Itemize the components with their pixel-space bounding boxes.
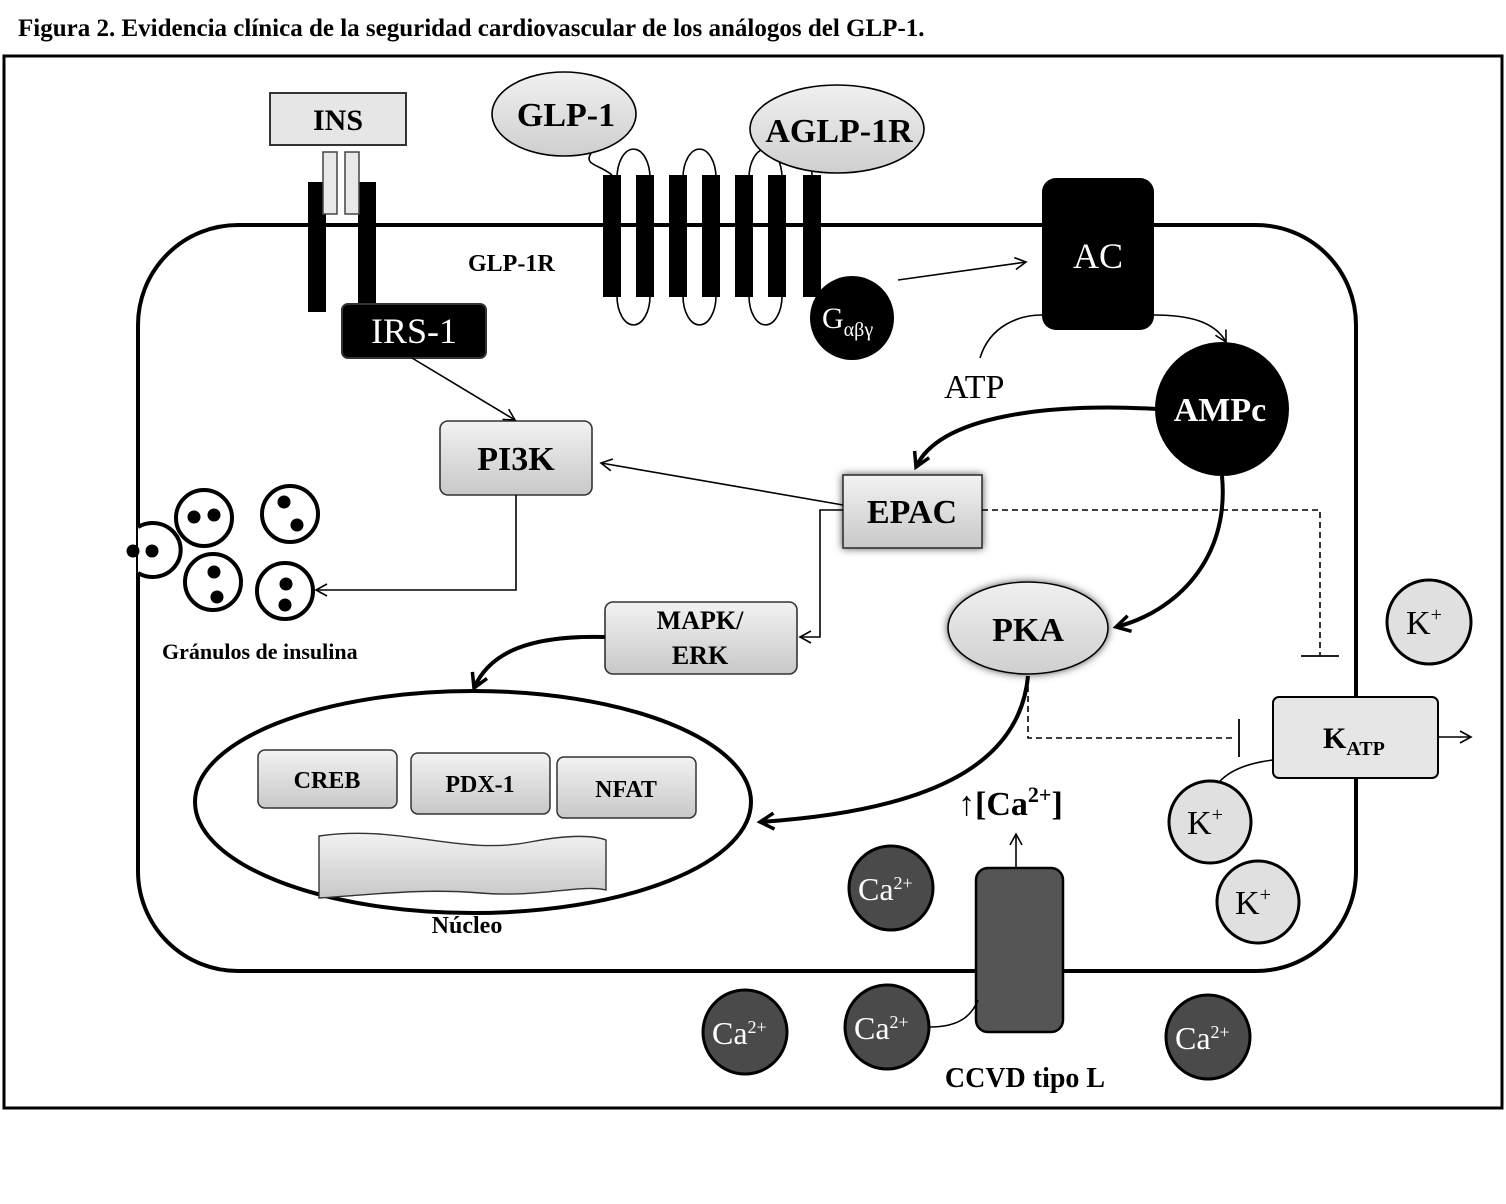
arrow-epac-to-mapk <box>798 509 843 644</box>
irs1-box: IRS-1 <box>341 303 487 359</box>
granule-2 <box>260 484 320 544</box>
pdx1-label: PDX-1 <box>445 772 514 798</box>
l-type-calcium-channel <box>974 866 1065 1034</box>
ca-ion-outside-1: Ca2+ <box>701 988 789 1076</box>
inhibit-epac-katp <box>982 509 1321 655</box>
ca-ion-outside-3: Ca2+ <box>1164 993 1252 1081</box>
granule-membrane-fusing <box>126 521 183 579</box>
ca-ion-inside: Ca2+ <box>847 844 935 932</box>
pka-label: PKA <box>992 612 1064 649</box>
glp1r-receptor <box>588 139 821 326</box>
arrow-g-to-ac <box>897 256 1028 281</box>
atp-curve <box>979 314 1043 359</box>
ca-ion-link <box>929 999 979 1028</box>
g-protein-label: Gαβγ <box>822 302 873 341</box>
glp1-ligand: GLP-1 <box>491 71 637 157</box>
figure-caption: Figura 2. Evidencia clínica de la seguri… <box>18 15 925 42</box>
arrow-ac-to-ampc <box>1153 314 1227 344</box>
granule-3 <box>183 552 243 612</box>
ca-ion-outside-2: Ca2+ <box>843 983 931 1071</box>
ca-rise-label: ↑[Ca2+] <box>958 782 1063 823</box>
ampc-label: AMPc <box>1174 392 1267 429</box>
aglp1r-ligand: AGLP-1R <box>749 84 925 174</box>
arrow-pi3k-to-granules <box>314 495 517 597</box>
figure-frame <box>2 54 1504 1110</box>
svg-text:Ca2+: Ca2+ <box>712 1015 767 1051</box>
katp-channel: KATP <box>1272 696 1439 779</box>
insulin-receptor <box>308 151 376 312</box>
pi3k-box: PI3K <box>439 420 593 496</box>
nucleus-label: Núcleo <box>432 913 503 939</box>
svg-text:K+: K+ <box>1406 604 1442 642</box>
granule-4 <box>255 561 315 621</box>
epac-box: EPAC <box>842 474 983 549</box>
arrow-ampc-to-pka <box>1112 475 1225 633</box>
nfat-label: NFAT <box>595 777 657 803</box>
g-protein: Gαβγ <box>810 276 894 360</box>
svg-text:K+: K+ <box>1235 884 1271 922</box>
aglp1r-label: AGLP-1R <box>765 113 913 150</box>
svg-text:Ca2+: Ca2+ <box>854 1010 909 1046</box>
pka-node: PKA <box>947 581 1109 675</box>
dna-ribbon <box>318 832 607 899</box>
arrow-epac-to-pi3k <box>599 458 844 506</box>
glp1r-label: GLP-1R <box>468 251 555 277</box>
svg-text:Ca2+: Ca2+ <box>1175 1020 1230 1056</box>
k-ion-inside-2: K+ <box>1215 859 1301 945</box>
ins-box: INS <box>269 92 407 146</box>
adenylate-cyclase: AC <box>1042 178 1154 330</box>
creb-label: CREB <box>294 768 361 794</box>
ac-label: AC <box>1073 236 1123 276</box>
glp1-label: GLP-1 <box>517 97 615 134</box>
katp-label: KATP <box>1323 722 1385 760</box>
mapk-erk-box: MAPK/ ERK <box>604 601 798 675</box>
mapk-label-line1: MAPK/ <box>657 606 744 635</box>
k-ion-outside: K+ <box>1385 578 1473 666</box>
arrow-pka-to-nucleus <box>756 675 1030 831</box>
arrow-mapk-to-nucleus <box>470 634 606 692</box>
channel-label: CCVD tipo L <box>945 1063 1105 1094</box>
k-ion-inside-1: K+ <box>1167 779 1253 865</box>
insulin-granules <box>126 484 320 621</box>
atp-label: ATP <box>944 369 1004 406</box>
ampc-node: AMPc <box>1155 342 1289 476</box>
pi3k-label: PI3K <box>477 441 555 478</box>
ins-label: INS <box>313 104 363 137</box>
granules-label: Gránulos de insulina <box>162 639 358 664</box>
arrow-irs1-to-pi3k <box>411 357 517 421</box>
inhibit-pka-katp <box>1027 676 1236 739</box>
arrow-ampc-to-epac <box>912 405 1159 471</box>
granule-1 <box>174 488 234 548</box>
nucleus: CREB PDX-1 NFAT Núcleo <box>193 689 753 939</box>
epac-label: EPAC <box>867 494 957 531</box>
svg-text:K+: K+ <box>1187 804 1223 842</box>
irs1-label: IRS-1 <box>371 311 457 351</box>
mapk-label-line2: ERK <box>672 641 729 670</box>
svg-text:Ca2+: Ca2+ <box>858 871 913 907</box>
